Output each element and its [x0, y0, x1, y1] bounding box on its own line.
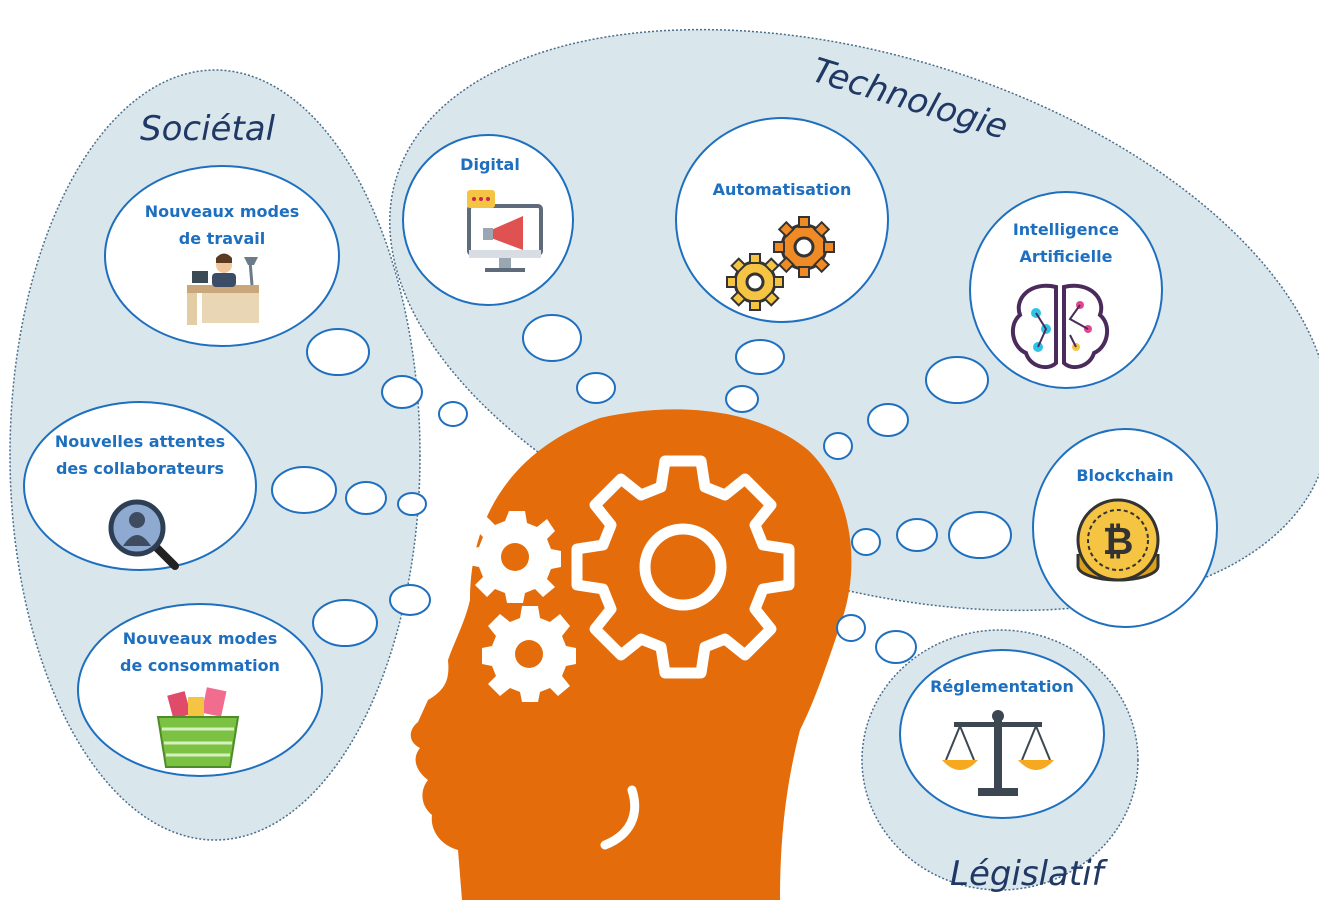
gears-icon: [726, 216, 835, 311]
magnifier-person-icon: [108, 499, 179, 570]
label-ia-2: Artificielle: [1020, 247, 1113, 266]
label-consommation-2: de consommation: [120, 656, 280, 675]
head-silhouette: [410, 409, 852, 900]
label-consommation-1: Nouveaux modes: [123, 629, 278, 648]
bubble-attentes: [23, 401, 257, 571]
brain-circuit-icon: [1010, 283, 1110, 370]
monitor-megaphone-icon: [467, 190, 543, 272]
label-digital: Digital: [460, 155, 520, 174]
label-attentes-1: Nouvelles attentes: [55, 432, 225, 451]
label-travail-1: Nouveaux modes: [145, 202, 300, 221]
bubble-consommation: [77, 603, 323, 777]
shopping-basket-icon: [156, 687, 240, 768]
small-gear-bottom-icon: [482, 606, 576, 702]
label-automatisation: Automatisation: [713, 180, 852, 199]
bubble-automatisation: [675, 117, 889, 323]
region-label-societal: Sociétal: [140, 109, 276, 149]
region-label-legislatif: Législatif: [950, 854, 1109, 894]
office-desk-icon: [187, 253, 259, 325]
thought-dots: [271, 314, 1012, 664]
big-gear-icon: [571, 455, 795, 679]
label-attentes-2: des collaborateurs: [56, 459, 224, 478]
label-blockchain: Blockchain: [1076, 466, 1173, 485]
label-travail-2: de travail: [179, 229, 265, 248]
scales-icon: [942, 710, 1054, 796]
label-reglementation: Réglementation: [930, 677, 1074, 696]
svg-text:₿: ₿: [1103, 519, 1134, 563]
small-gear-top-icon: [469, 511, 561, 603]
label-ia-1: Intelligence: [1013, 220, 1119, 239]
bitcoin-coins-icon: ₿: [1076, 498, 1160, 582]
ear-curve: [600, 785, 640, 850]
